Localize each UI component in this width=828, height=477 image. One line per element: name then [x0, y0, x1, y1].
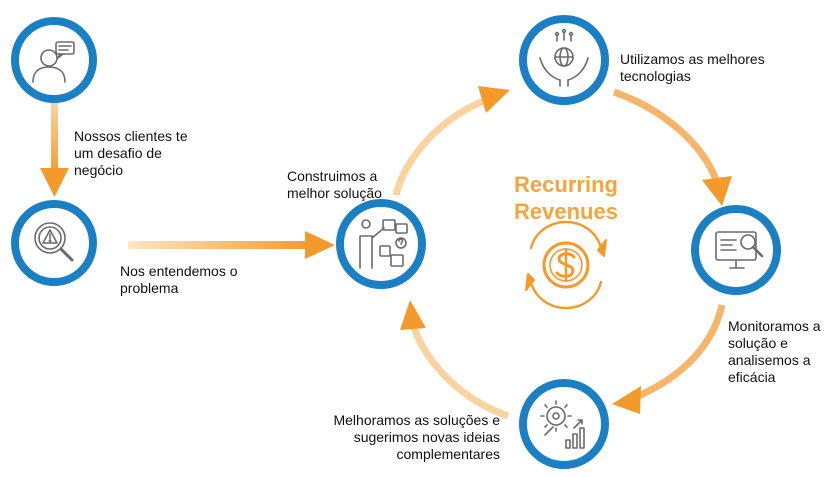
center-title: Recurring Revenues [514, 172, 618, 224]
node-build [336, 199, 426, 289]
node-improve [519, 379, 609, 469]
gear-chart-icon [540, 400, 585, 449]
monitor-search-icon [715, 231, 764, 269]
node-label-clients: Nossos clientes te um desafio de negócio [74, 128, 188, 178]
node-label-monitor: Monitoramos a solução e analisemos a efi… [728, 318, 821, 385]
node-label-understand: Nos entendemos o problema [120, 263, 238, 296]
user-speech-icon [32, 41, 75, 83]
node-technology [519, 15, 609, 105]
edge-understand-build [128, 231, 335, 259]
hands-globe-icon [539, 28, 589, 87]
node-clients [11, 17, 97, 103]
magnifier-warning-icon [34, 222, 74, 262]
builder-puzzle-icon [359, 219, 408, 269]
edge-improve-build [400, 300, 510, 420]
node-label-technology: Utilizamos as melhores tecnologias [620, 51, 765, 84]
node-label-improve: Melhoramos as soluções e sugerimos novas… [333, 412, 500, 462]
dollar-cycle-icon [525, 220, 607, 310]
edge-build-technology [392, 86, 510, 196]
edge-technology-monitor [612, 88, 732, 206]
edge-clients-understand [40, 98, 69, 197]
edge-monitor-improve [612, 304, 726, 414]
node-label-build: Construimos a melhor solução [287, 168, 382, 201]
